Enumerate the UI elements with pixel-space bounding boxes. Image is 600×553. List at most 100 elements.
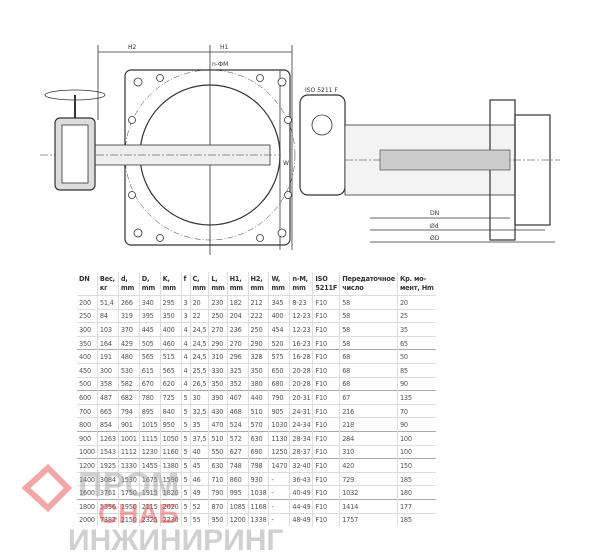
- table-cell: 570: [247, 417, 269, 432]
- table-cell: 1230: [138, 444, 161, 459]
- table-cell: F10: [312, 376, 340, 391]
- table-cell: F10: [312, 444, 340, 459]
- table-cell: 1530: [117, 471, 140, 486]
- table-cell: 930: [247, 471, 269, 486]
- table-cell: F10: [312, 308, 340, 323]
- table-cell: 5356: [96, 498, 119, 513]
- table-cell: 35: [396, 322, 436, 337]
- table-cell: 1085: [226, 498, 249, 513]
- table-cell: 1820: [159, 485, 182, 500]
- table-cell: 400: [159, 322, 182, 337]
- table-cell: 350: [247, 362, 269, 378]
- table-cell: 1543: [96, 444, 119, 459]
- table-cell: 350: [77, 335, 98, 350]
- table-cell: 1050: [159, 430, 182, 446]
- table-cell: 20-28: [289, 362, 313, 378]
- table-cell: 420: [339, 458, 398, 473]
- table-cell: 600: [77, 390, 98, 405]
- table-cell: 1400: [77, 471, 98, 486]
- column-header: f: [180, 272, 191, 296]
- table-cell: 440: [247, 390, 269, 405]
- table-cell: 1590: [159, 471, 182, 486]
- table-cell: 58: [339, 308, 398, 323]
- table-cell: 395: [138, 308, 161, 323]
- table-cell: -: [268, 512, 290, 527]
- table-cell: 400: [268, 308, 290, 323]
- table-cell: 204: [226, 308, 249, 323]
- table-cell: 3: [180, 308, 191, 323]
- table-cell: 630: [208, 458, 228, 473]
- column-header-line: H2,: [250, 274, 263, 283]
- table-cell: F10: [312, 335, 340, 350]
- table-cell: 216: [339, 403, 398, 418]
- table-cell: 780: [138, 390, 161, 405]
- table-cell: 665: [96, 403, 119, 418]
- table-cell: 5: [180, 512, 191, 527]
- table-cell: 620: [159, 376, 182, 391]
- column-header: W,mm: [268, 272, 290, 296]
- table-cell: 470: [208, 417, 228, 432]
- table-cell: 854: [96, 417, 119, 432]
- column-header-line: мент, Hm: [399, 283, 434, 292]
- table-cell: F10: [312, 349, 340, 364]
- side-actuator: [299, 94, 346, 196]
- table-cell: F10: [312, 498, 340, 513]
- table-cell: 800: [77, 417, 98, 432]
- table-cell: 680: [268, 376, 290, 391]
- table-cell: 468: [226, 403, 249, 418]
- n-m-label: n-ФM: [212, 61, 228, 68]
- table-cell: F10: [312, 430, 340, 446]
- table-cell: 1168: [247, 498, 269, 513]
- table-cell: 16-28: [289, 349, 313, 364]
- column-header-line: n-M,: [292, 274, 308, 283]
- table-cell: 1160: [159, 444, 182, 459]
- table-cell: 16-23: [289, 335, 313, 350]
- table-cell: 1200: [77, 458, 98, 473]
- table-cell: 390: [208, 390, 228, 405]
- table-cell: 1330: [117, 458, 140, 473]
- table-cell: 352: [226, 376, 249, 391]
- table-cell: 40: [189, 444, 209, 459]
- table-cell: 100: [396, 430, 436, 446]
- table-cell: 572: [226, 430, 249, 446]
- table-cell: 50: [396, 349, 436, 364]
- table-cell: 28-37: [289, 444, 313, 459]
- column-header-line: mm: [211, 283, 225, 292]
- table-cell: 20-31: [289, 390, 313, 405]
- table-cell: 24,5: [189, 322, 209, 337]
- table-cell: 407: [226, 390, 249, 405]
- column-header-line: mm: [229, 283, 243, 292]
- column-header: H2,mm: [247, 272, 269, 296]
- table-cell: 1130: [268, 430, 290, 446]
- table-cell: 905: [268, 403, 290, 418]
- table-cell: F10: [312, 512, 340, 527]
- column-header-line: C,: [192, 274, 200, 283]
- column-header-line: W,: [271, 274, 281, 283]
- table-cell: 28-34: [289, 430, 313, 446]
- table-cell: 1675: [138, 471, 161, 486]
- handwheel: [44, 89, 106, 101]
- table-cell: -: [268, 471, 290, 486]
- table-cell: 5: [180, 498, 191, 513]
- table-cell: 84: [96, 308, 119, 323]
- column-header-line: D,: [141, 274, 150, 283]
- table-cell: 177: [396, 498, 436, 513]
- table-cell: F10: [312, 471, 340, 486]
- table-cell: 284: [339, 430, 398, 446]
- table-cell: 901: [117, 417, 140, 432]
- table-cell: 25: [396, 308, 436, 323]
- table-cell: 48-49: [289, 512, 313, 527]
- table-cell: 5: [180, 444, 191, 459]
- table-cell: 30: [189, 390, 209, 405]
- table-cell: 68: [339, 349, 398, 364]
- table-cell: 1470: [268, 458, 290, 473]
- table-cell: 25,5: [189, 362, 209, 378]
- table-cell: 445: [138, 322, 161, 337]
